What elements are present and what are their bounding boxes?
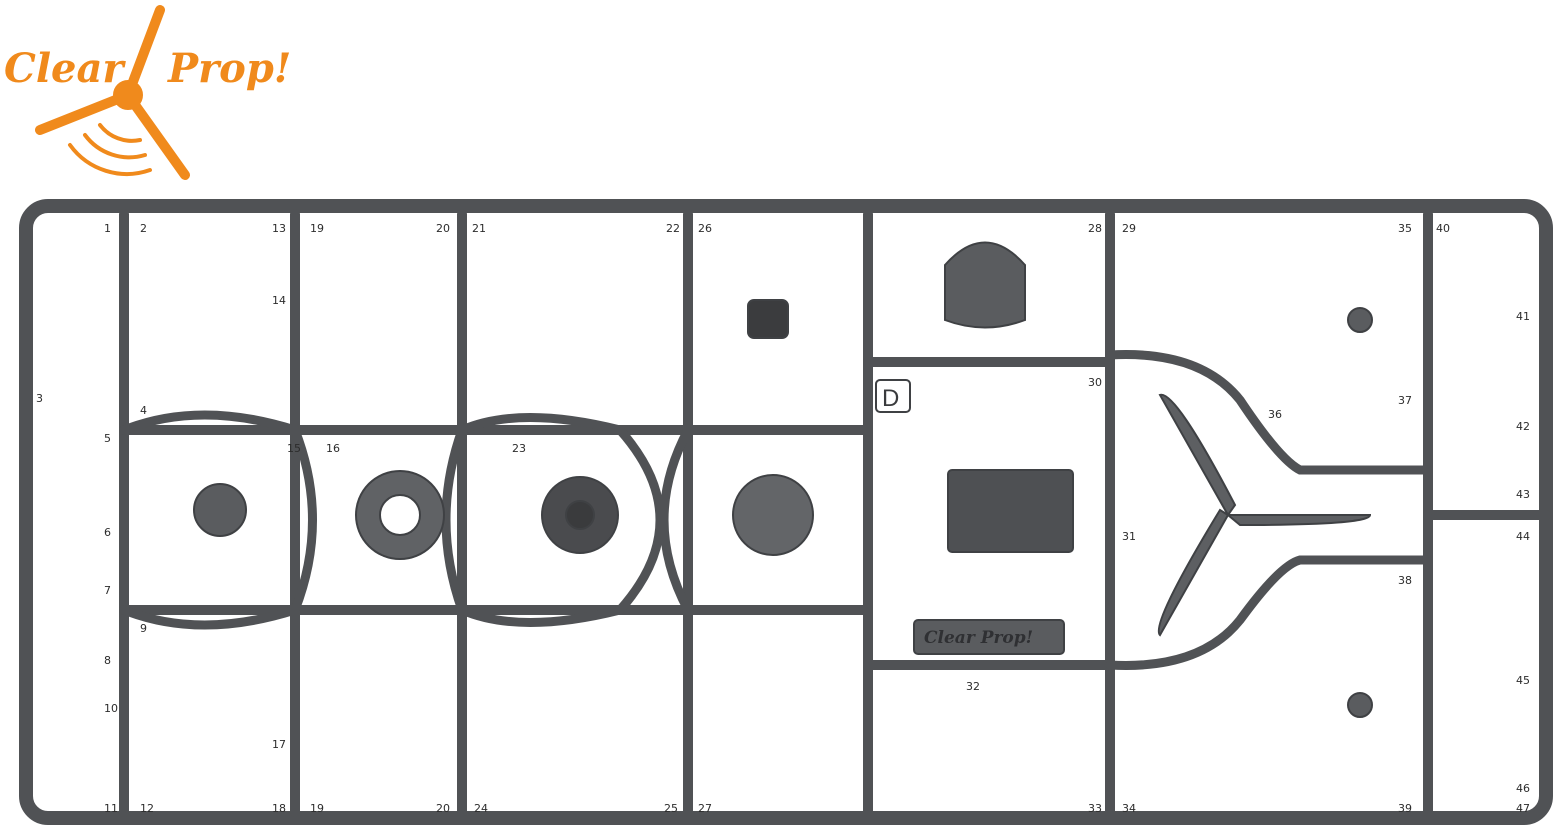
part-number-16: 16 (326, 442, 340, 455)
part-radial-engine (541, 476, 619, 554)
part-number-12: 12 (140, 802, 154, 815)
part-number-8: 8 (104, 654, 111, 667)
part-number-9: 9 (140, 622, 147, 635)
part-number-39: 39 (1398, 802, 1412, 815)
part-number-6: 6 (104, 526, 111, 539)
part-number-13: 13 (272, 222, 286, 235)
part-number-33: 33 (1088, 802, 1102, 815)
part-number-5: 5 (104, 432, 111, 445)
part-number-34: 34 (1122, 802, 1136, 815)
part-number-3: 3 (36, 392, 43, 405)
part-number-45: 45 (1516, 674, 1530, 687)
clearprop-logo: Clear Prop! (4, 5, 291, 180)
part-number-19: 19 (310, 222, 324, 235)
part-number-30: 30 (1088, 376, 1102, 389)
part-number-24: 24 (474, 802, 488, 815)
part-number-15: 15 (287, 442, 301, 455)
part-fuselage-frame (947, 469, 1074, 553)
brand-tab-text: Clear Prop! (924, 628, 1033, 648)
part-number-38: 38 (1398, 574, 1412, 587)
part-spinner-disc (732, 474, 814, 556)
part-number-22: 22 (666, 222, 680, 235)
part-number-14: 14 (272, 294, 286, 307)
part-cylinders-lower (1347, 692, 1373, 718)
sprue-letter-tab (875, 379, 911, 413)
part-number-27: 27 (698, 802, 712, 815)
part-number-40: 40 (1436, 222, 1450, 235)
part-number-36: 36 (1268, 408, 1282, 421)
part-number-2: 2 (140, 222, 147, 235)
part-number-10: 10 (104, 702, 118, 715)
part-number-46: 46 (1516, 782, 1530, 795)
part-cowling-ring (355, 470, 445, 560)
part-number-44: 44 (1516, 530, 1530, 543)
sprue-letter: D (882, 385, 899, 412)
part-propeller (1157, 393, 1372, 637)
part-number-1: 1 (104, 222, 111, 235)
logo-word-prop: Prop! (167, 45, 291, 92)
part-number-42: 42 (1516, 420, 1530, 433)
part-number-23: 23 (512, 442, 526, 455)
part-number-17: 17 (272, 738, 286, 751)
part-number-35: 35 (1398, 222, 1412, 235)
propeller-icon (35, 5, 190, 180)
part-number-18: 18 (272, 802, 286, 815)
part-seat (747, 299, 789, 339)
brand-tab (913, 619, 1065, 655)
part-number-31: 31 (1122, 530, 1136, 543)
part-number-28: 28 (1088, 222, 1102, 235)
part-number-41: 41 (1516, 310, 1530, 323)
part-number-32: 32 (966, 680, 980, 693)
part-number-20: 20 (436, 802, 450, 815)
part-number-43: 43 (1516, 488, 1530, 501)
logo-word-clear: Clear (4, 45, 126, 92)
part-number-11: 11 (104, 802, 118, 815)
part-number-26: 26 (698, 222, 712, 235)
part-engine-small (193, 483, 247, 537)
part-number-20: 20 (436, 222, 450, 235)
part-number-7: 7 (104, 584, 111, 597)
part-cylinders-upper (1347, 307, 1373, 333)
part-number-25: 25 (664, 802, 678, 815)
part-number-29: 29 (1122, 222, 1136, 235)
part-number-4: 4 (140, 404, 147, 417)
part-number-21: 21 (472, 222, 486, 235)
part-cowling (944, 241, 1026, 329)
part-number-37: 37 (1398, 394, 1412, 407)
part-number-19: 19 (310, 802, 324, 815)
part-number-47: 47 (1516, 802, 1530, 815)
